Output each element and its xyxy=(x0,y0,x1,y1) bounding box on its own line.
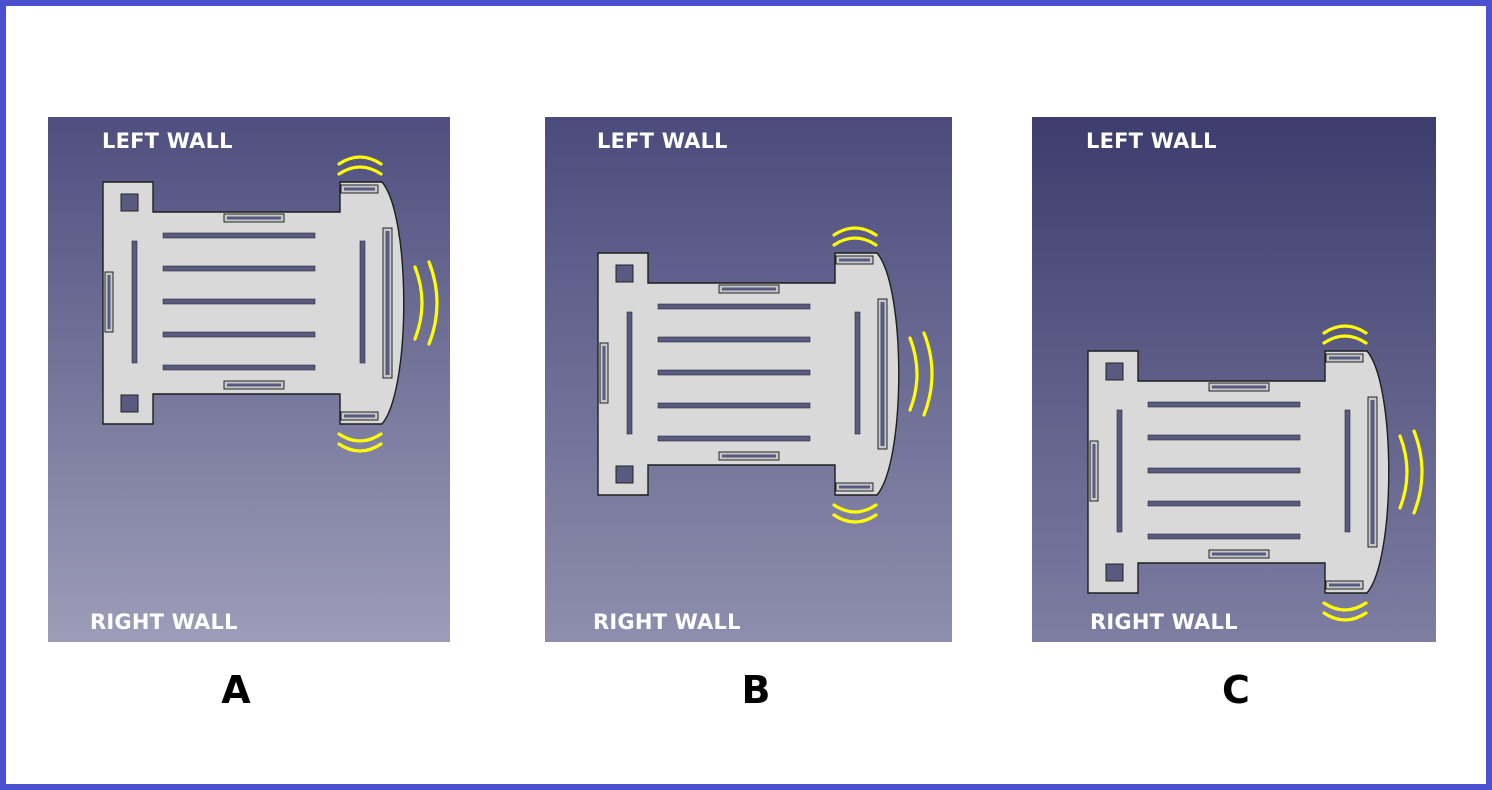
sensor-wave-icon xyxy=(337,442,383,453)
robot-slot xyxy=(657,369,811,376)
sensor-wave-icon xyxy=(832,513,878,524)
panel-c: LEFT WALL RIGHT WALL xyxy=(1032,117,1436,642)
robot-pad-inner xyxy=(344,187,375,191)
robot-pad-inner xyxy=(722,454,776,458)
robot-chassis-icon xyxy=(597,226,934,524)
right-wall-label: RIGHT WALL xyxy=(90,610,238,634)
sensor-wave-icon xyxy=(1322,334,1368,345)
robot-pad-inner xyxy=(227,216,281,220)
left-wall-label: LEFT WALL xyxy=(597,129,728,153)
robot-slot xyxy=(162,298,316,305)
mounting-hole xyxy=(1105,362,1124,381)
sensor-wave-icon xyxy=(1412,429,1424,515)
sensor-wave-icon xyxy=(832,236,878,247)
robot-pad-inner xyxy=(839,258,870,262)
robot-chassis-icon xyxy=(1087,324,1424,622)
sensor-wave-icon xyxy=(427,260,439,346)
robot-slot xyxy=(162,331,316,338)
sensor-wave-icon xyxy=(337,165,383,176)
robot-slot xyxy=(1147,533,1301,540)
robot-pad-inner xyxy=(880,302,885,446)
robot-slot xyxy=(131,240,138,364)
sensor-wave-icon xyxy=(922,331,934,417)
panel-b-scene xyxy=(545,117,952,642)
panel-b: LEFT WALL RIGHT WALL xyxy=(545,117,952,642)
panel-b-letter: B xyxy=(741,668,771,712)
robot-pad-inner xyxy=(1212,385,1266,389)
sensor-wave-icon xyxy=(337,432,383,443)
panel-c-scene xyxy=(1032,117,1436,642)
robot-slot xyxy=(1344,409,1351,533)
robot-slot xyxy=(1147,467,1301,474)
robot-pad-inner xyxy=(344,414,375,418)
sensor-wave-icon xyxy=(908,336,919,412)
robot-pad-inner xyxy=(1329,583,1360,587)
robot-pad-inner xyxy=(1370,400,1375,544)
sensor-wave-icon xyxy=(832,226,878,237)
robot-slot xyxy=(626,311,633,435)
robot-pad-inner xyxy=(602,346,606,400)
robot-slot xyxy=(162,232,316,239)
robot-pad-inner xyxy=(1329,356,1360,360)
sensor-wave-icon xyxy=(1322,611,1368,622)
sensor-wave-icon xyxy=(832,503,878,514)
robot-slot xyxy=(854,311,861,435)
robot-slot xyxy=(162,265,316,272)
mounting-hole xyxy=(120,193,139,212)
robot-slot xyxy=(1147,434,1301,441)
sensor-wave-icon xyxy=(337,155,383,166)
robot-slot xyxy=(657,435,811,442)
robot-pad-inner xyxy=(722,287,776,291)
robot-slot xyxy=(1147,401,1301,408)
robot-slot xyxy=(162,364,316,371)
right-wall-label: RIGHT WALL xyxy=(1090,610,1238,634)
robot-pad-inner xyxy=(227,383,281,387)
robot-pad-inner xyxy=(839,485,870,489)
right-wall-label: RIGHT WALL xyxy=(593,610,741,634)
sensor-wave-icon xyxy=(1322,601,1368,612)
panel-c-letter: C xyxy=(1222,668,1250,712)
robot-chassis-icon xyxy=(102,155,439,453)
robot-slot xyxy=(657,336,811,343)
mounting-hole xyxy=(120,394,139,413)
robot-slot xyxy=(1147,500,1301,507)
sensor-wave-icon xyxy=(413,265,424,341)
mounting-hole xyxy=(615,465,634,484)
robot-slot xyxy=(359,240,366,364)
mounting-hole xyxy=(1105,563,1124,582)
sensor-wave-icon xyxy=(1322,324,1368,335)
panel-a-letter: A xyxy=(221,668,251,712)
left-wall-label: LEFT WALL xyxy=(1086,129,1217,153)
robot-slot xyxy=(657,303,811,310)
left-wall-label: LEFT WALL xyxy=(102,129,233,153)
panel-a: LEFT WALL RIGHT WALL xyxy=(48,117,450,642)
robot-pad-inner xyxy=(1092,444,1096,498)
robot-slot xyxy=(1116,409,1123,533)
robot-slot xyxy=(657,402,811,409)
panel-a-scene xyxy=(48,117,450,642)
robot-pad-inner xyxy=(1212,552,1266,556)
sensor-wave-icon xyxy=(1398,434,1409,510)
mounting-hole xyxy=(615,264,634,283)
robot-pad-inner xyxy=(107,275,111,329)
robot-pad-inner xyxy=(385,231,390,375)
